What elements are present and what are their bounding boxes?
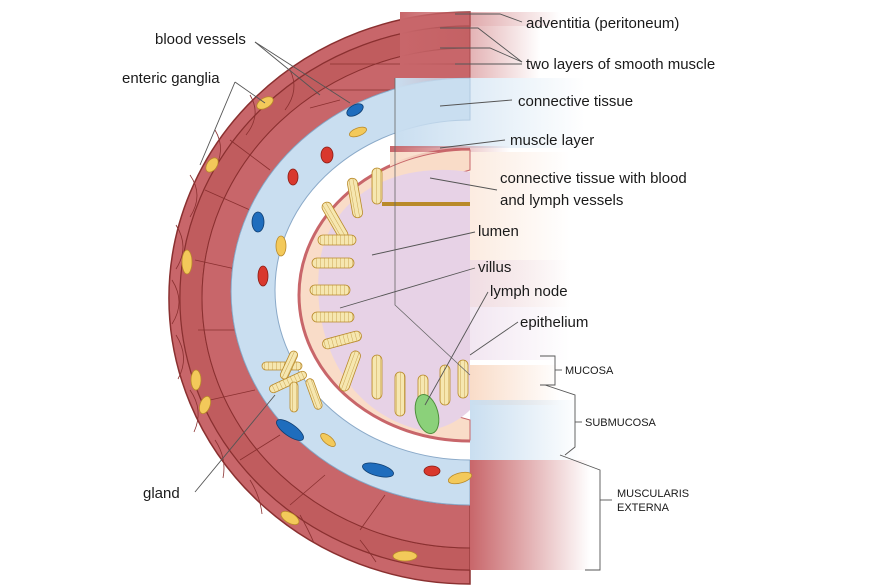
submucosa-band: [395, 78, 585, 148]
muscle-band-2: [400, 48, 540, 78]
section-cut-line: [394, 78, 471, 376]
leader-lines: [194, 13, 612, 571]
label-blood-vessels: blood vessels: [155, 31, 246, 48]
layer-muscularis-2: EXTERNA: [617, 502, 670, 514]
label-enteric-ganglia: enteric ganglia: [122, 70, 220, 87]
gland: [261, 350, 323, 413]
label-adventitia: adventitia (peritoneum): [526, 15, 679, 32]
muscle-band-bottom: [470, 460, 590, 570]
layer-muscularis-1: MUSCULARIS: [617, 488, 689, 500]
muscle-layer-band: [390, 146, 510, 152]
layer-mucosa: MUCOSA: [565, 365, 614, 377]
label-villus: villus: [478, 259, 511, 276]
label-connective-tissue: connective tissue: [518, 93, 633, 110]
label-connective-blood-1: connective tissue with blood: [500, 170, 687, 187]
label-muscle-layer: muscle layer: [510, 132, 594, 149]
label-gland: gland: [143, 485, 180, 502]
blood-vessels: [251, 103, 441, 478]
label-lymph-node: lymph node: [490, 283, 568, 300]
label-epithelium: epithelium: [520, 314, 588, 331]
layer-submucosa: SUBMUCOSA: [585, 417, 657, 429]
submucosa-band-bottom: [470, 400, 580, 460]
label-connective-blood-2: and lymph vessels: [500, 192, 623, 209]
submucosal-ganglia: [275, 126, 473, 485]
enteric-ganglia: [181, 96, 418, 562]
muscle-band-1: [400, 26, 540, 48]
lymph-node: [414, 393, 440, 435]
label-lumen: lumen: [478, 223, 519, 240]
villi: [309, 167, 470, 417]
adventitia-band: [400, 12, 560, 26]
label-smooth-muscle: two layers of smooth muscle: [526, 56, 715, 73]
